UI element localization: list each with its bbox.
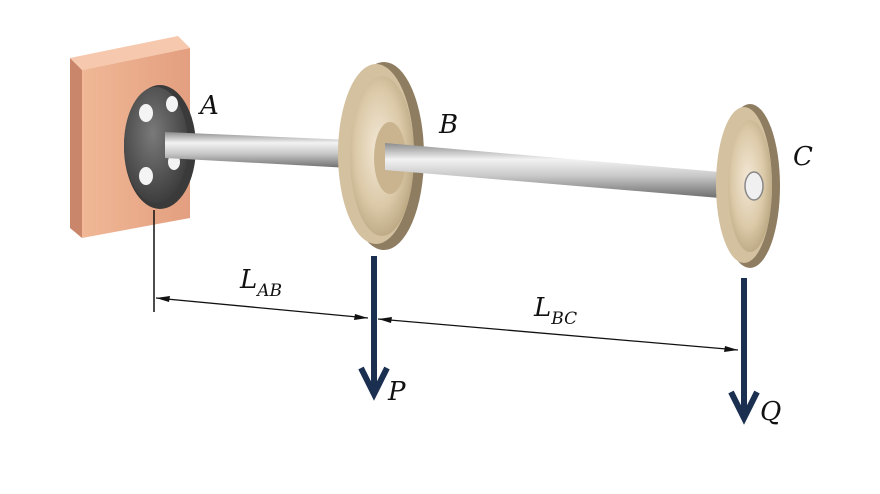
wall-side-face [70, 58, 82, 238]
gear-c-shaft-end [744, 171, 764, 201]
flange-a [124, 85, 196, 209]
dimension-lines [153, 210, 739, 352]
dimension-bc-letter: L [533, 293, 551, 323]
arrowhead-ab-left [156, 296, 170, 302]
label-c: C [793, 142, 813, 172]
label-b: B [438, 110, 458, 140]
arrowhead-bc-left [378, 317, 392, 323]
dimension-bc-subscript: BC [550, 309, 577, 329]
bolt-3 [139, 167, 153, 185]
load-q-head [728, 390, 760, 425]
load-p-arrow [358, 256, 390, 401]
dimension-line-ab [155, 297, 369, 319]
gear-b [338, 62, 424, 250]
load-q-arrow [728, 278, 760, 425]
label-p: P [387, 377, 406, 407]
dimension-ab-subscript: AB [255, 281, 282, 301]
load-p-head [358, 366, 390, 401]
dimension-label-ab: LAB [239, 265, 282, 301]
gear-c [716, 104, 780, 268]
dimension-ab-letter: L [239, 265, 257, 295]
label-a: A [198, 91, 219, 121]
wall-top-face [70, 36, 190, 70]
bolt-1 [139, 104, 153, 122]
arrowhead-bc-right [724, 346, 738, 352]
label-q: Q [760, 397, 781, 427]
dimension-line-bc [377, 318, 739, 351]
bolt-2 [166, 96, 178, 112]
dimension-label-bc: LBC [533, 293, 577, 329]
shaft-segment-ab [165, 132, 350, 168]
shaft-segment-bc [385, 143, 720, 198]
arrowhead-ab-right [354, 314, 368, 320]
